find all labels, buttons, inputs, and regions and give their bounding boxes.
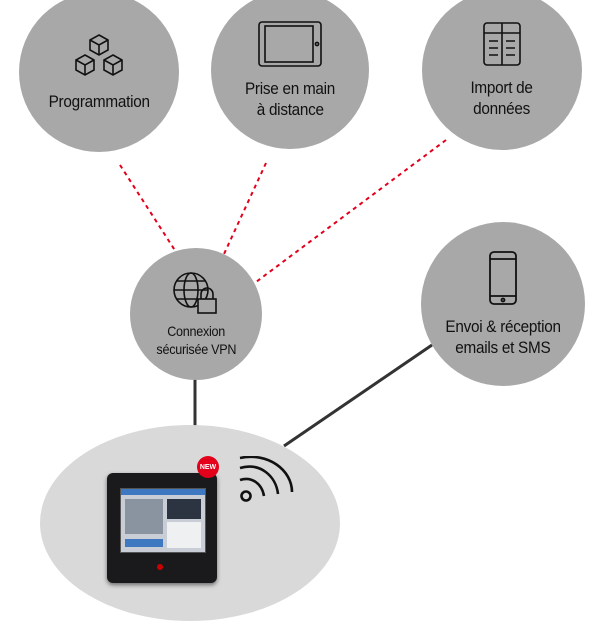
wifi-icon bbox=[239, 456, 294, 502]
new-badge: NEW bbox=[197, 456, 219, 478]
tablet-icon bbox=[258, 21, 322, 67]
label-remote-1: Prise en main bbox=[244, 79, 336, 98]
label-vpn-2: sécurisée VPN bbox=[156, 341, 236, 357]
label-programmation: Programmation bbox=[48, 91, 150, 111]
hmi-screen bbox=[120, 488, 206, 553]
label-messaging-2: emails et SMS bbox=[455, 338, 551, 357]
node-messaging: Envoi & réception emails et SMS bbox=[421, 222, 585, 386]
dashed-link-import bbox=[255, 139, 447, 283]
cubes-icon bbox=[75, 33, 123, 76]
label-remote-2: à distance bbox=[256, 100, 324, 119]
data-table-icon bbox=[483, 22, 521, 66]
label-import-2: données bbox=[473, 99, 531, 118]
node-import: Import de données bbox=[422, 0, 582, 150]
dashed-link-programmation bbox=[119, 164, 177, 253]
node-vpn: Connexion sécurisée VPN bbox=[130, 248, 262, 380]
smartphone-icon bbox=[489, 251, 517, 305]
node-remote: Prise en main à distance bbox=[211, 0, 369, 149]
solid-link-messaging bbox=[283, 343, 433, 448]
dashed-link-remote bbox=[223, 162, 267, 255]
node-programmation: Programmation bbox=[19, 0, 179, 152]
label-messaging-1: Envoi & réception bbox=[445, 317, 561, 336]
label-vpn-1: Connexion bbox=[167, 323, 225, 339]
label-import-1: Import de bbox=[470, 78, 534, 97]
globe-lock-icon bbox=[173, 272, 217, 314]
hmi-controller bbox=[107, 473, 217, 583]
